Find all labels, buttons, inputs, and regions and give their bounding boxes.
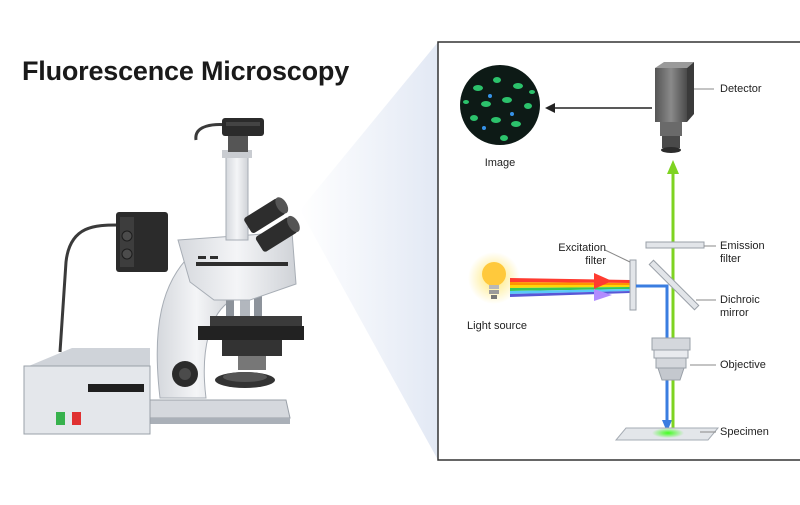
detector-camera-icon: [655, 62, 694, 153]
white-light-beam: [510, 273, 630, 301]
label-objective: Objective: [720, 359, 766, 371]
specimen-glow: [652, 428, 684, 438]
excitation-leader-line: [604, 249, 631, 263]
objective-lens-icon: [651, 337, 691, 381]
label-light-source: Light source: [467, 320, 527, 332]
label-emission-filter-1: Emission: [720, 240, 765, 252]
label-specimen: Specimen: [720, 426, 769, 438]
label-dichroic-mirror-2: mirror: [720, 307, 749, 319]
dichroic-mirror-plate: [648, 259, 700, 311]
emission-filter-plate: [645, 241, 705, 249]
signal-arrowhead: [545, 103, 555, 113]
power-supply-icon: [23, 348, 151, 435]
label-detector: Detector: [720, 83, 762, 95]
cell-image: [460, 65, 540, 145]
light-bulb-icon: [468, 252, 520, 304]
label-image: Image: [484, 157, 516, 169]
label-emission-filter-2: filter: [720, 253, 741, 265]
diagram-title: Fluorescence Microscopy: [22, 56, 350, 86]
label-excitation-filter-2: filter: [585, 255, 606, 267]
excitation-arrowhead: [662, 420, 672, 432]
excitation-filter-plate: [629, 259, 637, 311]
emission-arrowhead: [667, 160, 679, 174]
zoom-wedge: [300, 42, 438, 460]
label-excitation-filter-1: Excitation: [558, 242, 606, 254]
label-dichroic-mirror-1: Dichroic: [720, 294, 760, 306]
microscope-icon: [58, 118, 304, 424]
